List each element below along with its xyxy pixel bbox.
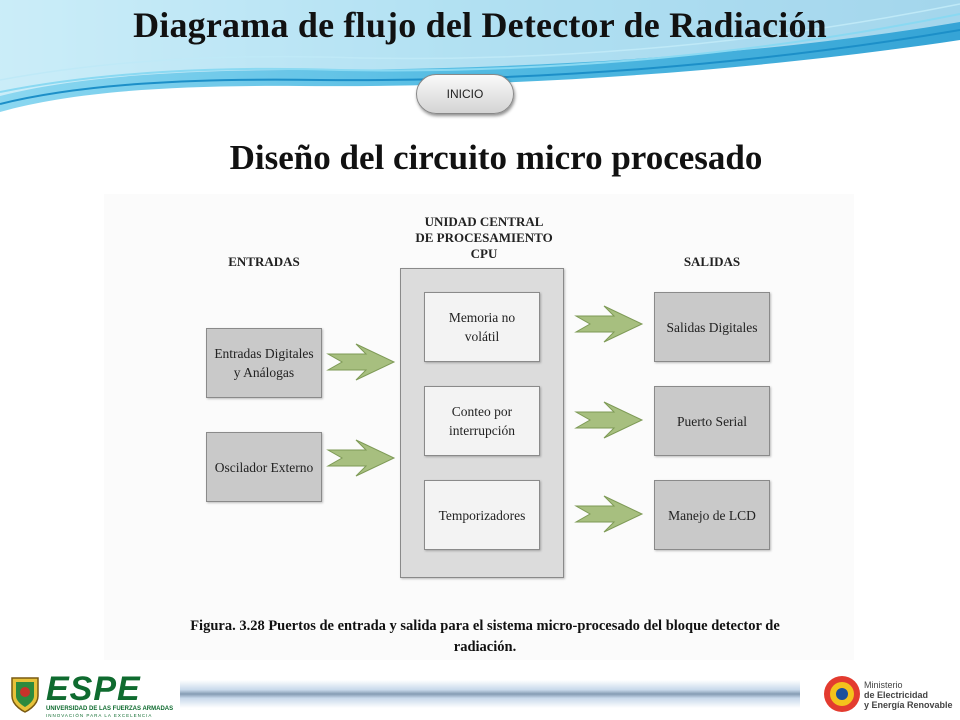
cpu-header: UNIDAD CENTRAL DE PROCESAMIENTO CPU xyxy=(386,214,582,262)
arrow-input-to-cpu xyxy=(326,439,396,477)
espe-logo: ESPE xyxy=(46,670,141,708)
cpu-block-interrupt-count: Conteo por interrupción xyxy=(424,386,540,456)
cpu-header-line: DE PROCESAMIENTO xyxy=(415,230,553,245)
input-label-line: y Análogas xyxy=(233,365,295,380)
input-box-oscillator: Oscilador Externo xyxy=(206,432,322,502)
output-label-line: Salidas Digitales xyxy=(666,319,758,335)
caption-line: radiación. xyxy=(453,639,517,655)
cpu-block-label-line: Memoria no xyxy=(448,310,516,325)
ministry-line: y Energía Renovable xyxy=(864,700,953,710)
input-box-digital-analog: Entradas Digitales y Análogas xyxy=(206,328,322,398)
output-label-line: Manejo de LCD xyxy=(668,507,756,523)
caption-line: Figura. 3.28 Puertos de entrada y salida… xyxy=(190,618,780,634)
ministry-line: Ministerio xyxy=(864,680,903,690)
arrow-cpu-to-output xyxy=(574,495,644,533)
output-box-lcd: Manejo de LCD xyxy=(654,480,770,550)
inputs-header: ENTRADAS xyxy=(228,254,300,269)
cpu-block-label-line: Temporizadores xyxy=(438,507,526,523)
input-label-line: Entradas Digitales xyxy=(214,346,314,361)
input-label-line: Oscilador Externo xyxy=(214,459,314,475)
output-box-serial: Puerto Serial xyxy=(654,386,770,456)
arrow-input-to-cpu xyxy=(326,343,396,381)
cpu-header-line: CPU xyxy=(470,246,498,261)
footer-gradient-bar xyxy=(180,680,800,708)
output-box-digital: Salidas Digitales xyxy=(654,292,770,362)
outputs-header: SALIDAS xyxy=(683,254,741,269)
page-title: Diagrama de flujo del Detector de Radiac… xyxy=(133,5,827,45)
arrow-cpu-to-output xyxy=(574,401,644,439)
slide-subtitle: Diseño del circuito micro procesado xyxy=(229,138,763,177)
cpu-block-label-line: volátil xyxy=(464,329,500,344)
figure-caption: Figura. 3.28 Puertos de entrada y salida… xyxy=(130,616,840,658)
cpu-block-label-line: interrupción xyxy=(449,423,515,438)
ministry-emblem-icon xyxy=(824,676,860,712)
arrow-cpu-to-output xyxy=(574,305,644,343)
cpu-header-line: UNIDAD CENTRAL xyxy=(424,214,544,229)
header-wave-decoration xyxy=(0,0,960,112)
arrows-layer xyxy=(326,305,644,533)
diagram-figure: ENTRADAS UNIDAD CENTRAL DE PROCESAMIENTO… xyxy=(104,194,854,660)
ministry-name: Ministerio de Electricidad y Energía Ren… xyxy=(864,680,953,710)
cpu-block-label-line: Conteo por xyxy=(451,404,513,419)
cpu-block-memory: Memoria no volátil xyxy=(424,292,540,362)
espe-university-name: UNIVERSIDAD DE LAS FUERZAS ARMADAS xyxy=(46,706,174,712)
espe-motto: INNOVACIÓN PARA LA EXCELENCIA xyxy=(46,713,153,718)
espe-crest-icon xyxy=(11,677,39,713)
cpu-block-timers: Temporizadores xyxy=(424,480,540,550)
output-label-line: Puerto Serial xyxy=(676,413,748,429)
ministry-line: de Electricidad xyxy=(864,690,929,700)
inicio-button[interactable]: INICIO xyxy=(416,74,514,114)
